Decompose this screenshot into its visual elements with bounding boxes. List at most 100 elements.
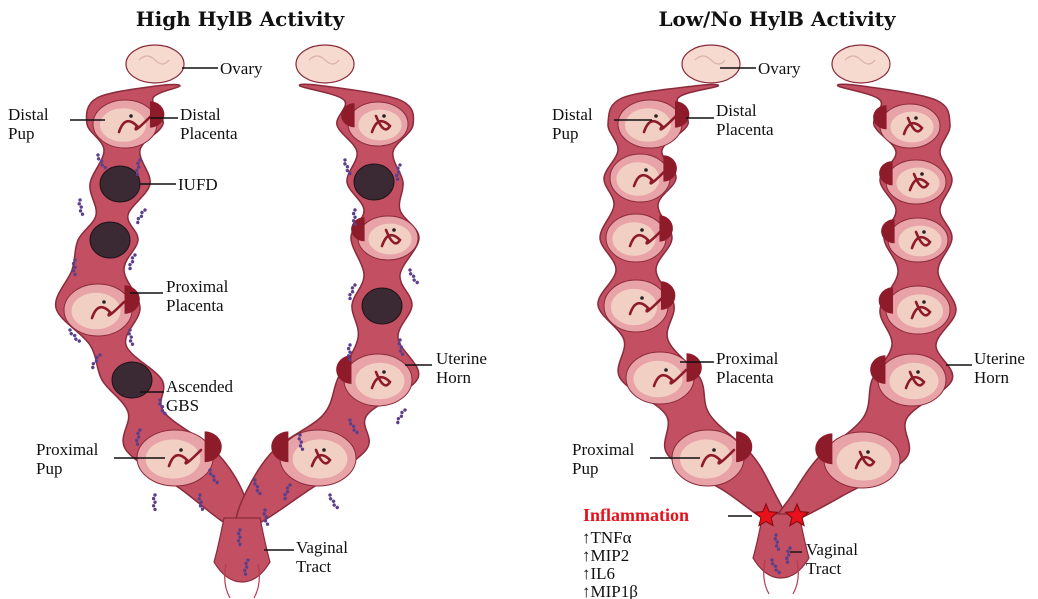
left-gbs-chain-8-coccus — [90, 365, 95, 370]
left-gbs-chain-15-coccus — [353, 208, 356, 211]
left-gbs-chain-2-coccus — [78, 198, 82, 202]
left-gbs-chain-6-coccus — [68, 328, 73, 333]
right-right-horn-pup-6-eye — [866, 450, 870, 454]
left-gbs-chain-4-coccus — [72, 269, 75, 272]
left-gbs-chain-5-coccus — [128, 262, 132, 266]
right-proximal-pup-label-1: Proximal — [572, 440, 635, 459]
marker-mip1b: ↑MIP1β — [582, 582, 638, 599]
marker-mip2: ↑MIP2 — [582, 546, 629, 565]
left-distal-placenta-label-1: Distal — [180, 105, 221, 124]
left-gbs-chain-3 — [134, 207, 147, 225]
left-gbs-chain-19-coccus — [347, 347, 350, 350]
left-gbs-chain-15-coccus — [353, 223, 356, 226]
left-gbs-chain-25-coccus — [237, 532, 240, 535]
right-ovary-2 — [832, 45, 890, 83]
right-proximal-pup-label-2: Pup — [572, 459, 598, 478]
left-gbs-chain-16-coccus — [408, 268, 413, 273]
left-gbs-chain-14-coccus — [398, 163, 402, 167]
left-gbs-chain-15-coccus — [352, 212, 355, 215]
left-gbs-chain-25-coccus — [238, 528, 241, 531]
right-proximal-pup-eye — [712, 448, 716, 452]
left-gbs-chain-19-coccus — [347, 354, 350, 357]
right-pup-4-eye — [640, 296, 644, 300]
left-gbs-chain-4-coccus — [73, 266, 76, 269]
left-gbs-chain-29-coccus — [152, 504, 155, 507]
right-right-horn-pup-5-eye — [916, 370, 920, 374]
marker-tnfa: ↑TNFα — [582, 528, 632, 547]
left-gbs-chain-4-coccus — [73, 258, 76, 261]
left-gbs-chain-17-coccus — [350, 286, 354, 290]
left-vaginal-tract — [214, 518, 270, 582]
left-right-horn-pup-3-eye — [382, 370, 386, 374]
left-gbs-chain-17-coccus — [348, 292, 352, 296]
left-gbs-chain-20-coccus — [395, 420, 400, 425]
left-ascended-gbs-label-2: GBS — [166, 396, 199, 415]
left-gbs-chain-5-coccus — [128, 266, 132, 270]
left-gbs-chain-2-coccus — [79, 205, 83, 209]
left-gbs-chain-29 — [152, 493, 157, 511]
left-gbs-chain-29-coccus — [153, 501, 156, 504]
left-gbs-chain-13-coccus — [343, 162, 347, 166]
left-ascended-gbs-label-1: Ascended — [166, 377, 234, 396]
right-panel-title: Low/No HylB Activity — [658, 7, 896, 31]
left-gbs-chain-17-coccus — [348, 296, 352, 300]
left-gbs-chain-13-coccus — [345, 165, 349, 169]
left-gbs-chain-6-coccus — [77, 339, 82, 344]
left-gbs-chain-19-coccus — [348, 358, 351, 361]
left-gbs-chain-2-coccus — [81, 212, 85, 216]
right-right-horn-pup-1-eye — [914, 116, 918, 120]
left-gbs-chain-15-coccus — [353, 216, 356, 219]
right-distal-pup-eye — [654, 114, 658, 118]
right-vaginal-tract-label-1: Vaginal — [806, 540, 858, 559]
left-gbs-chain-2-coccus — [77, 202, 81, 206]
right-ovary-1 — [682, 45, 740, 83]
left-distal-pup-label-2: Pup — [8, 124, 34, 143]
right-pup-2-eye — [644, 168, 648, 172]
left-gbs-chain-6-coccus — [73, 337, 78, 342]
right-vaginal-tract-label-2: Tract — [806, 559, 842, 578]
left-panel-title: High HylB Activity — [136, 7, 346, 31]
left-distal-pup-label-1: Distal — [8, 105, 49, 124]
left-gbs-chain-2-coccus — [79, 209, 83, 213]
left-gbs-chain-0-coccus — [96, 153, 101, 158]
left-iufd-2 — [90, 222, 130, 258]
left-vaginal-tract-label-2: Tract — [296, 557, 332, 576]
left-gbs-chain-20 — [394, 407, 407, 425]
left-gbs-chain-17-coccus — [353, 283, 357, 287]
right-ovary-label: Ovary — [758, 59, 801, 78]
left-proximal-placenta-label-1: Proximal — [166, 277, 229, 296]
left-gbs-chain-7-coccus — [129, 335, 133, 339]
left-gbs-chain-4-coccus — [72, 262, 75, 265]
left-right-horn-pup-4-eye — [322, 448, 326, 452]
left-distal-placenta-label-2: Placenta — [180, 124, 238, 143]
left-right-horn-iufd-1 — [354, 164, 394, 200]
left-distal-pup-eye — [129, 114, 133, 118]
right-right-horn-pup-4-eye — [922, 300, 926, 304]
right-distal-placenta-label-2: Placenta — [716, 120, 774, 139]
marker-il6: ↑IL6 — [582, 564, 615, 583]
right-uterine-horn-label-2: Horn — [974, 368, 1009, 387]
inflammation-label: Inflammation — [583, 505, 689, 525]
left-gbs-chain-29-coccus — [152, 497, 155, 500]
left-proximal-pup-label-2: Pup — [36, 459, 62, 478]
left-ovary-label: Ovary — [220, 59, 263, 78]
right-right-horn-pup-2-eye — [920, 172, 924, 176]
right-distal-pup-label-2: Pup — [552, 124, 578, 143]
left-iufd-label: IUFD — [178, 175, 218, 194]
right-distal-pup — [618, 100, 689, 148]
right-right-horn-pup-3-placenta — [881, 219, 894, 243]
left-gbs-chain-2 — [77, 198, 85, 216]
left-proximal-pup-upper-eye — [102, 300, 106, 304]
left-ovary-2 — [296, 45, 354, 83]
left-gbs-chain-4-coccus — [73, 273, 76, 276]
right-distal-pup-label-1: Distal — [552, 105, 593, 124]
left-gbs-chain-29-coccus — [153, 493, 156, 496]
left-gbs-chain-25-coccus — [238, 543, 241, 546]
left-uterine-horn-label-2: Horn — [436, 368, 471, 387]
left-gbs-chain-13-coccus — [343, 158, 347, 162]
left-gbs-chain-13 — [342, 158, 353, 176]
left-ovary-1 — [126, 45, 184, 83]
left-vaginal-tract-label-1: Vaginal — [296, 538, 348, 557]
right-right-horn-pup-3-eye — [922, 230, 926, 234]
